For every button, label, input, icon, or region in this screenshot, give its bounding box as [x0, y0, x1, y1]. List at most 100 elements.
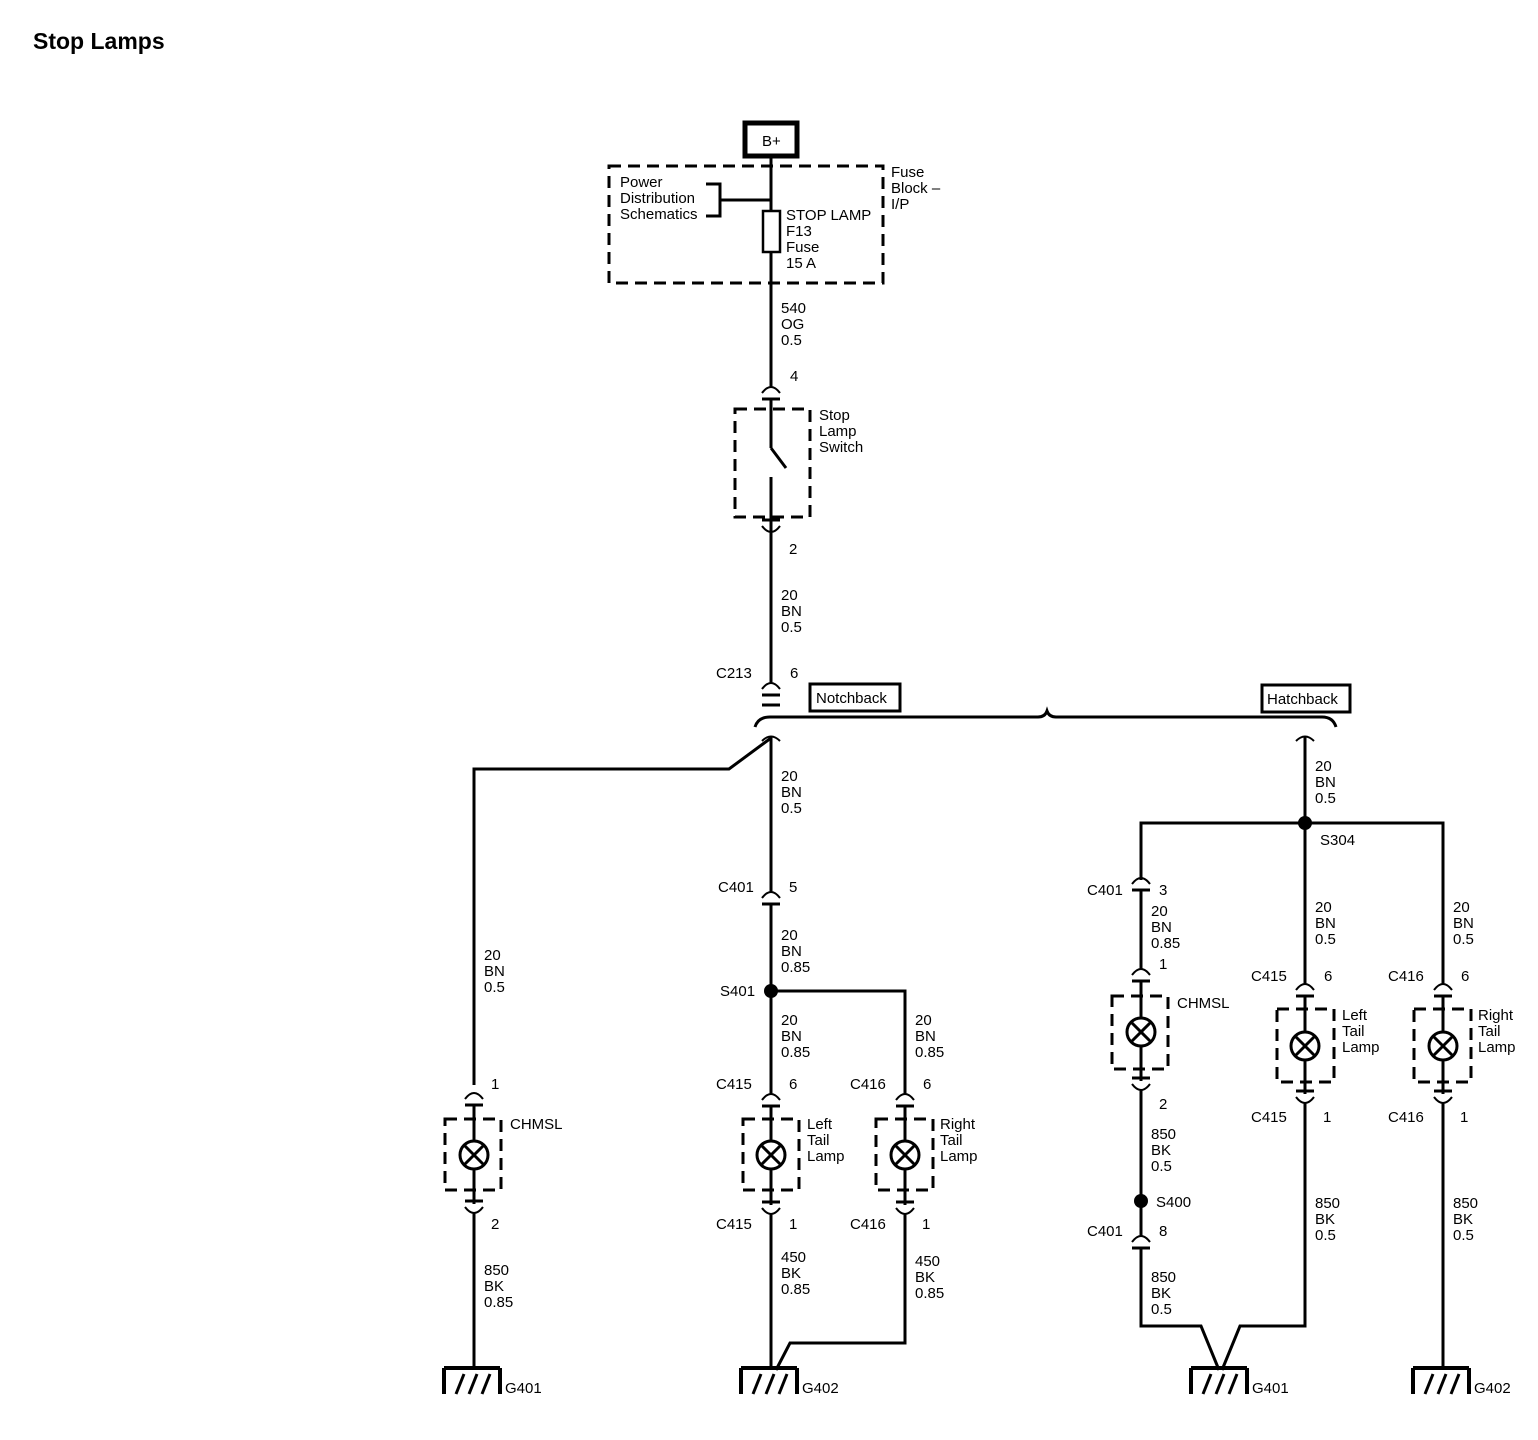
notch-chmsl-wire-circuit: 20: [484, 947, 501, 964]
notch-chmsl-wire-color: BN: [484, 963, 505, 980]
wire-label-circuit: 20: [781, 587, 798, 604]
s401-label: S401: [720, 983, 755, 1000]
hatch-right-label-2: Tail: [1478, 1023, 1501, 1040]
lamp-icon: [458, 1139, 490, 1171]
splice-s400-dot: [1134, 1194, 1148, 1208]
switch-label-1: Stop: [819, 407, 850, 424]
hatch-c401-top-name: C401: [1087, 882, 1123, 899]
fuse-block-label-1: Fuse: [891, 164, 924, 181]
notchback-chmsl-branch: 20 BN 0.5 1 CHMSL 2 850 BK 0.85 G401: [442, 947, 563, 1397]
notch-chmsl-gnd-size: 0.85: [484, 1294, 513, 1311]
switch-pin-out: 2: [789, 541, 797, 558]
notch-right-pin-1: 1: [922, 1216, 930, 1233]
wire-540-size: 0.5: [781, 332, 802, 349]
s400-label: S400: [1156, 1194, 1191, 1211]
notch-left-wire-color: BN: [781, 1028, 802, 1045]
hatch-right-label-1: Right: [1478, 1007, 1514, 1024]
hatch-right-pin-6: 6: [1461, 968, 1469, 985]
hatch-feed-size: 0.5: [1315, 790, 1336, 807]
battery-label: B+: [762, 133, 781, 150]
power-dist-ref-3: Schematics: [620, 206, 698, 223]
notch-chmsl-gnd-color: BK: [484, 1278, 504, 1295]
hatch-left-label-3: Lamp: [1342, 1039, 1380, 1056]
notch-c401-wire-circuit: 20: [781, 927, 798, 944]
notch-left-gnd-circuit: 450: [781, 1249, 806, 1266]
notch-left-gnd-size: 0.85: [781, 1281, 810, 1298]
notchback-feed: 20 BN 0.5: [472, 735, 802, 1085]
hatch-left-c415-top: C415: [1251, 968, 1287, 985]
hatch-right-c416-bot: C416: [1388, 1109, 1424, 1126]
hatch-left-pin-1: 1: [1323, 1109, 1331, 1126]
hatch-right-wire-size: 0.5: [1453, 931, 1474, 948]
fuse-label-2: F13: [786, 223, 812, 240]
wire-540-circuit: 540: [781, 300, 806, 317]
hatch-c401-bot-name: C401: [1087, 1223, 1123, 1240]
notch-c401-wire-color: BN: [781, 943, 802, 960]
hatch-right-gnd-color: BK: [1453, 1211, 1473, 1228]
hatch-right-pin-1: 1: [1460, 1109, 1468, 1126]
s304-label: S304: [1320, 832, 1355, 849]
hatch-feed-circuit: 20: [1315, 758, 1332, 775]
wire-540-color: OG: [781, 316, 804, 333]
hatch-chmsl-wire-size: 0.85: [1151, 935, 1180, 952]
hatch-feed-color: BN: [1315, 774, 1336, 791]
hatch-c401-gnd-size: 0.5: [1151, 1301, 1172, 1318]
hatchback-right-tail: 20 BN 0.5 C416 6 Right Tail Lamp C416 1 …: [1388, 899, 1516, 1397]
switch-contact-icon: [769, 447, 788, 469]
notch-left-wire-circuit: 20: [781, 1012, 798, 1029]
hatchback-label: Hatchback: [1267, 691, 1338, 708]
ground-icon: [442, 1366, 502, 1396]
hatch-c401-gnd-color: BK: [1151, 1285, 1171, 1302]
hatch-right-gnd-circuit: 850: [1453, 1195, 1478, 1212]
hatch-right-gnd-size: 0.5: [1453, 1227, 1474, 1244]
notch-right-wire-size: 0.85: [915, 1044, 944, 1061]
notch-right-wire-circuit: 20: [915, 1012, 932, 1029]
hatchback-left-tail: 20 BN 0.5 C415 6 Left Tail Lamp C415 1 8…: [1189, 899, 1380, 1397]
hatchback-feed: 20 BN 0.5 S304: [1139, 735, 1445, 985]
notch-right-wire-color: BN: [915, 1028, 936, 1045]
wire-switch-c213: 20 BN 0.5: [769, 540, 802, 684]
battery-positive-source: B+: [742, 120, 800, 159]
main-feed-wire: 540 OG 0.5: [769, 156, 806, 388]
hatch-right-label-3: Lamp: [1478, 1039, 1516, 1056]
hatch-chmsl-wire-color: BN: [1151, 919, 1172, 936]
hatch-right-wire-circuit: 20: [1453, 899, 1470, 916]
ground-icon: [739, 1366, 799, 1396]
hatch-left-label-2: Tail: [1342, 1023, 1365, 1040]
notch-left-gnd-color: BK: [781, 1265, 801, 1282]
option-brace: Notchback Hatchback: [753, 682, 1352, 728]
hatch-g401-label: G401: [1252, 1380, 1289, 1397]
power-dist-ref-2: Distribution: [620, 190, 695, 207]
notch-right-gnd-circuit: 450: [915, 1253, 940, 1270]
notch-left-pin-1: 1: [789, 1216, 797, 1233]
hatch-left-wire-size: 0.5: [1315, 931, 1336, 948]
hatch-left-label-1: Left: [1342, 1007, 1368, 1024]
stop-lamp-switch: 4 Stop Lamp Switch 2: [733, 368, 863, 558]
notch-left-label-3: Lamp: [807, 1148, 845, 1165]
connector-c213: C213 6: [716, 665, 798, 707]
hatch-c401-top-pin: 3: [1159, 882, 1167, 899]
lamp-icon: [1289, 1030, 1321, 1062]
hatch-left-gnd-circuit: 850: [1315, 1195, 1340, 1212]
hatch-chmsl-label: CHMSL: [1177, 995, 1230, 1012]
hatch-left-gnd-color: BK: [1315, 1211, 1335, 1228]
wire-label-color: BN: [781, 603, 802, 620]
wire-label-size: 0.5: [781, 619, 802, 636]
c213-pin: 6: [790, 665, 798, 682]
fuse-label-1: STOP LAMP: [786, 207, 871, 224]
switch-label-3: Switch: [819, 439, 863, 456]
notchback-left-tail: 20 BN 0.85 C415 6 Left Tail Lamp C415 1 …: [716, 1012, 845, 1370]
notch-left-pin-6: 6: [789, 1076, 797, 1093]
notch-g402-label: G402: [802, 1380, 839, 1397]
notch-right-label-1: Right: [940, 1116, 976, 1133]
fuse-label-4: 15 A: [786, 255, 816, 272]
c213-name: C213: [716, 665, 752, 682]
power-dist-ref-1: Power: [620, 174, 663, 191]
notch-chmsl-pin-2: 2: [491, 1216, 499, 1233]
notch-c401-wire-size: 0.85: [781, 959, 810, 976]
hatch-left-c415-bot: C415: [1251, 1109, 1287, 1126]
hatch-left-pin-6: 6: [1324, 968, 1332, 985]
ground-icon: [1411, 1366, 1471, 1396]
notch-left-wire-size: 0.85: [781, 1044, 810, 1061]
notch-left-label-1: Left: [807, 1116, 833, 1133]
